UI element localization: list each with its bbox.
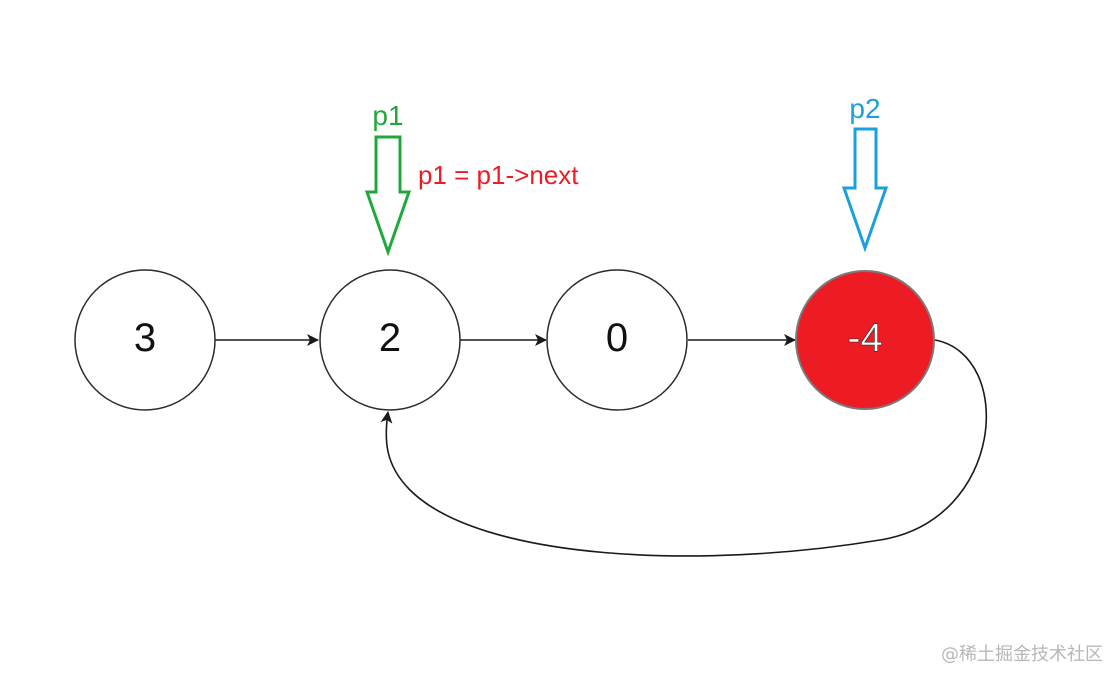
node-minus4-value: -4 (847, 316, 883, 360)
node-2-value: 2 (379, 316, 401, 360)
pointer-p1-arrow-icon (364, 135, 412, 257)
pointer-p2-label: p2 (849, 93, 880, 124)
annotation-p1-next: p1 = p1->next (418, 160, 579, 190)
pointer-p1-label: p1 (372, 100, 403, 131)
watermark: @稀土掘金技术社区 (941, 644, 1103, 665)
node-2-circle (319, 269, 461, 411)
pointer-p1: p1 (364, 100, 412, 257)
edge-cycle-minus4-to-2 (380, 339, 987, 557)
node-2: 2 (319, 269, 461, 411)
node-0: 0 (546, 269, 688, 411)
node-minus4: -4 (795, 270, 935, 410)
node-3: 3 (74, 269, 216, 411)
pointer-p2: p2 (841, 93, 889, 253)
node-0-circle (546, 269, 688, 411)
pointer-p2-arrow-icon (841, 127, 889, 253)
node-3-value: 3 (134, 316, 156, 360)
node-0-value: 0 (606, 316, 628, 360)
node-3-circle (74, 269, 216, 411)
node-minus4-circle (795, 270, 935, 410)
